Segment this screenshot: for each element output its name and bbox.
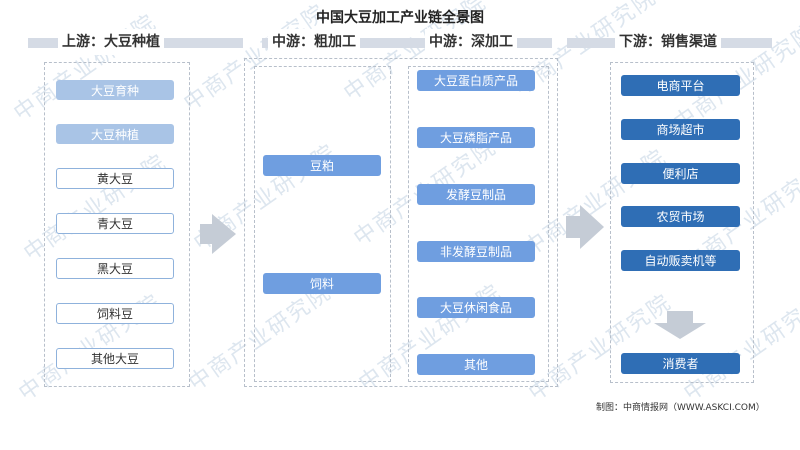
flow-arrow-shaft xyxy=(566,216,580,238)
upstream-panel xyxy=(44,62,190,387)
node-ecommerce: 电商平台 xyxy=(621,75,740,96)
node-deep-other: 其他 xyxy=(417,354,535,375)
rough-processing-panel xyxy=(254,66,391,382)
node-farmers-market: 农贸市场 xyxy=(621,206,740,227)
node-feed-soybean: 饲料豆 xyxy=(56,303,174,324)
stage-label-downstream: 下游：销售渠道 xyxy=(615,29,721,55)
midstream-panel xyxy=(244,58,558,387)
node-green-soybean: 青大豆 xyxy=(56,213,174,234)
downstream-panel xyxy=(610,62,754,383)
stage-label-upstream: 上游：大豆种植 xyxy=(58,29,164,55)
flow-arrow-shaft xyxy=(200,224,212,244)
node-other-soybean: 其他大豆 xyxy=(56,348,174,369)
node-non-fermented-soy: 非发酵豆制品 xyxy=(417,241,535,262)
stage-band-midstream xyxy=(262,38,552,48)
stage-label-rough-processing: 中游：粗加工 xyxy=(268,29,360,55)
diagram-title: 中国大豆加工产业链全景图 xyxy=(316,10,484,26)
stage-label-deep-processing: 中游：深加工 xyxy=(425,29,517,55)
node-black-soybean: 黑大豆 xyxy=(56,258,174,279)
node-supermarket: 商场超市 xyxy=(621,119,740,140)
node-convenience-store: 便利店 xyxy=(621,163,740,184)
node-yellow-soybean: 黄大豆 xyxy=(56,168,174,189)
node-fermented-soy: 发酵豆制品 xyxy=(417,184,535,205)
node-vending-machine: 自动贩卖机等 xyxy=(621,250,740,271)
node-soy-snacks: 大豆休闲食品 xyxy=(417,297,535,318)
source-credit: 制图：中商情报网（WWW.ASKCI.COM） xyxy=(596,403,765,413)
node-soybean-meal: 豆粕 xyxy=(263,155,381,176)
node-consumer: 消费者 xyxy=(621,353,740,374)
down-arrow-shaft xyxy=(667,311,693,323)
node-feed: 饲料 xyxy=(263,273,381,294)
node-planting: 大豆种植 xyxy=(56,124,174,144)
node-soy-protein: 大豆蛋白质产品 xyxy=(417,70,535,91)
node-soy-lecithin: 大豆磷脂产品 xyxy=(417,127,535,148)
flow-arrow-icon xyxy=(212,214,236,254)
down-arrow-icon xyxy=(654,323,706,339)
flow-arrow-icon xyxy=(580,205,604,249)
deep-processing-panel xyxy=(408,66,549,382)
node-breeding: 大豆育种 xyxy=(56,80,174,100)
